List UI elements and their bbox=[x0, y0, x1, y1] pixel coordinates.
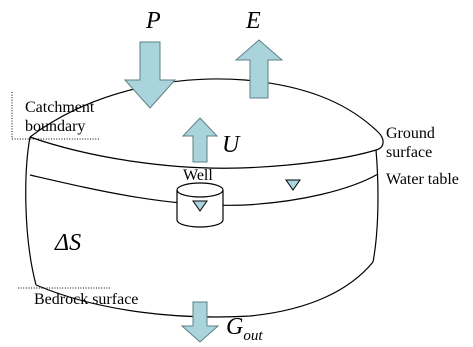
well-top bbox=[176, 182, 224, 198]
water-table-label: Water table bbox=[386, 171, 459, 188]
upflux-arrow bbox=[181, 117, 219, 163]
precipitation-arrow bbox=[123, 41, 177, 109]
catchment-boundary-label-line2: boundary bbox=[25, 118, 85, 135]
bedrock-surface-line bbox=[35, 261, 374, 318]
well-water-level-marker bbox=[192, 200, 208, 212]
ground-front-edge bbox=[29, 136, 377, 169]
ground-surface-line bbox=[29, 78, 384, 151]
bedrock-surface-label: Bedrock surface bbox=[34, 291, 138, 308]
ground-surface-label-line2: surface bbox=[386, 144, 432, 161]
outflow-label-subscript: out bbox=[243, 328, 263, 344]
outflow-label-main: G bbox=[226, 314, 243, 340]
outflow-label: Gout bbox=[226, 314, 263, 344]
well-label: Well bbox=[183, 167, 213, 184]
catchment-right-side bbox=[372, 149, 379, 263]
ground-surface-label-line1: Ground bbox=[386, 125, 435, 142]
water-table-marker bbox=[285, 179, 301, 191]
catchment-boundary-label-line1: Catchment bbox=[25, 99, 95, 116]
storage-label: ΔS bbox=[54, 230, 81, 256]
outflow-arrow bbox=[180, 301, 220, 343]
well bbox=[176, 182, 224, 228]
evaporation-label: E bbox=[245, 8, 261, 34]
catchment-left-side bbox=[25, 136, 37, 286]
precipitation-label: P bbox=[145, 8, 161, 34]
water-table-line bbox=[29, 173, 379, 206]
evaporation-arrow bbox=[234, 39, 284, 99]
upflux-label: U bbox=[222, 132, 241, 158]
